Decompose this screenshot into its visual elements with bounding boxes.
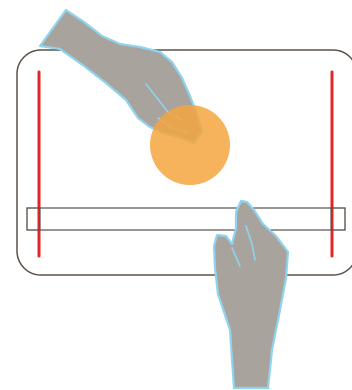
slider-bar-left-cap bbox=[26, 207, 41, 231]
horizontal-slider-bar bbox=[26, 207, 346, 231]
slider-bar-right-cap bbox=[330, 207, 346, 231]
bottom-hand-shape bbox=[212, 199, 290, 390]
bottom-hand-thumb-line bbox=[231, 247, 241, 267]
bottom-hand-finger-line bbox=[245, 225, 256, 261]
orange-ball bbox=[150, 105, 230, 185]
rounded-frame bbox=[16, 49, 352, 276]
hand-pointing-up-icon bbox=[212, 199, 290, 390]
